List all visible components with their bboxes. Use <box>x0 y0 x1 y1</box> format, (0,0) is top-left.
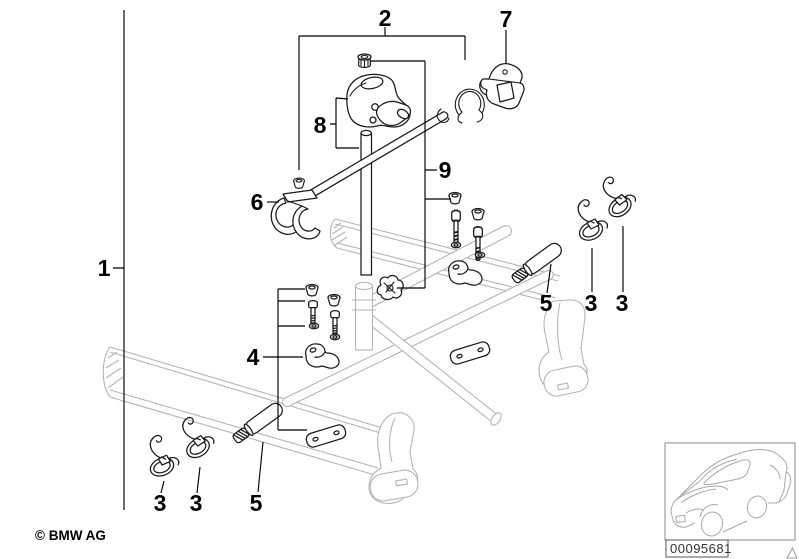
holder-bracket-part <box>479 62 525 110</box>
callout-4: 4 <box>247 344 260 370</box>
leader-lines <box>113 10 624 510</box>
leader-9 <box>370 60 451 289</box>
callout-3-right-a: 3 <box>585 290 598 316</box>
strap-clip-left-a <box>146 434 181 482</box>
knob-cap-part <box>357 53 372 69</box>
vehicle-thumbnail-box <box>664 442 796 541</box>
base-plate-left <box>304 422 348 450</box>
clamp-head-part <box>346 73 412 128</box>
front-cross-bar <box>102 346 387 476</box>
part-number-frame <box>665 539 729 558</box>
callout-3-left-b: 3 <box>190 490 203 516</box>
leader-5-left <box>257 441 264 493</box>
triangle-outline-icon <box>786 546 798 559</box>
star-knob-part <box>376 274 404 301</box>
leader-3-left-b <box>196 466 201 494</box>
leader-5-right <box>546 263 552 294</box>
leader-1 <box>113 10 125 510</box>
callout-3-left-a: 3 <box>154 490 167 516</box>
callout-7: 7 <box>500 6 513 32</box>
callout-labels: 1 2 7 8 9 6 4 5 3 3 3 3 5 <box>98 5 629 516</box>
support-post-part <box>360 129 373 276</box>
carrier-long-tube <box>281 269 554 408</box>
strap-clip-left-b <box>179 414 217 463</box>
carrier-socket-tube <box>354 285 374 351</box>
leader-8 <box>330 97 359 149</box>
callout-3-right-b: 3 <box>616 290 629 316</box>
strap-clip-right-b <box>599 172 640 223</box>
part-number-stamp: 00095681 <box>665 539 732 558</box>
copyright-text: © BMW AG <box>35 528 106 543</box>
small-clip-part <box>436 108 450 123</box>
callout-2: 2 <box>379 5 392 31</box>
part-number-text: 00095681 <box>670 541 732 556</box>
saddle-clamp-right <box>447 260 483 286</box>
carrier-frame <box>281 224 554 426</box>
callout-5-right: 5 <box>540 290 553 316</box>
leader-2 <box>298 27 466 170</box>
callout-5-left: 5 <box>250 490 263 516</box>
roof-rack-structure <box>102 218 589 504</box>
front-rack-foot <box>368 412 419 504</box>
hook-clamp-screw <box>293 177 305 189</box>
leader-4 <box>263 288 307 431</box>
fastener-set-right <box>447 191 492 367</box>
callout-9: 9 <box>439 157 452 183</box>
fastener-set-left <box>304 283 348 450</box>
sedan-outline-icon <box>670 449 792 537</box>
callout-8: 8 <box>314 112 327 138</box>
strap-clip-right-a <box>575 199 609 245</box>
parts-layer <box>146 53 640 482</box>
base-plate-right <box>448 339 492 367</box>
callout-6: 6 <box>251 189 264 215</box>
c-clip-part <box>454 88 485 124</box>
leader-3-left-a <box>160 480 165 494</box>
callout-1: 1 <box>98 255 111 281</box>
hook-clamp-part <box>270 177 321 240</box>
saddle-clamp-left <box>304 343 340 369</box>
rear-rack-foot <box>538 299 589 397</box>
